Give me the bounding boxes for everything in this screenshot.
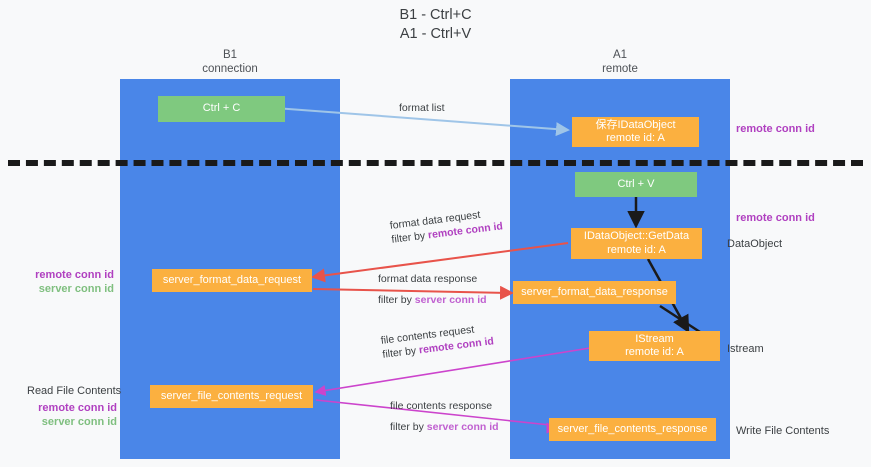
- column-header-b1: B1 connection: [120, 48, 340, 76]
- right-label-write-file-contents: Write File Contents: [736, 425, 830, 437]
- right-label-dataobject: DataObject: [727, 238, 783, 250]
- title-line-2: A1 - Ctrl+V: [399, 26, 472, 42]
- edge-label-file-contents-response: file contents response filter by server …: [390, 399, 499, 434]
- edge-label-file-contents-request: file contents request filter by remote c…: [380, 320, 495, 361]
- box-server-format-data-response[interactable]: server_format_data_response: [513, 281, 676, 304]
- edge-label-format-data-response-prefix: filter by: [378, 294, 415, 306]
- left-label-server-conn-id-2: server conn id: [41, 416, 117, 428]
- edge-label-format-data-response-key: server conn id: [414, 294, 487, 306]
- box-idataobject-getdata[interactable]: IDataObject::GetData remote id: A: [571, 228, 702, 259]
- edge-label-format-data-response: format data response filter by server co…: [378, 272, 487, 307]
- title-line-1: B1 - Ctrl+C: [399, 7, 472, 23]
- right-label-remote-conn-id-top: remote conn id: [736, 123, 815, 135]
- left-label-remote-conn-id-2: remote conn id: [38, 402, 117, 414]
- right-label-istream: Istream: [727, 343, 764, 355]
- edge-label-file-contents-response-prefix: filter by: [390, 421, 427, 433]
- left-label-conn-ids-bottom: remote conn id server conn id: [24, 401, 117, 429]
- box-server-file-contents-response[interactable]: server_file_contents_response: [549, 418, 716, 441]
- column-header-a1-sub: remote: [602, 63, 638, 75]
- edge-label-file-contents-response-key: server conn id: [426, 421, 499, 433]
- edge-label-file-contents-request-prefix: filter by: [381, 344, 420, 361]
- left-label-read-file-contents: Read File Contents: [27, 385, 122, 397]
- edge-label-format-list: format list: [399, 102, 445, 114]
- box-ctrl-c[interactable]: Ctrl + C: [158, 96, 285, 122]
- edge-label-format-data-response-line1: format data response: [378, 273, 478, 285]
- column-header-a1: A1 remote: [510, 48, 730, 76]
- left-label-remote-conn-id: remote conn id: [35, 269, 114, 281]
- column-header-b1-sub: connection: [202, 63, 258, 75]
- column-header-a1-name: A1: [612, 49, 628, 61]
- box-save-idataobject[interactable]: 保存IDataObject remote id: A: [572, 117, 699, 147]
- phase-divider: [8, 160, 863, 166]
- edge-label-format-data-request-prefix: filter by: [390, 229, 429, 246]
- box-istream[interactable]: IStream remote id: A: [589, 331, 720, 361]
- box-server-format-data-request[interactable]: server_format_data_request: [152, 269, 312, 292]
- box-ctrl-v[interactable]: Ctrl + V: [575, 172, 697, 197]
- diagram-title: B1 - Ctrl+C A1 - Ctrl+V: [0, 6, 871, 44]
- column-header-b1-name: B1: [222, 49, 238, 61]
- box-server-file-contents-request[interactable]: server_file_contents_request: [150, 385, 313, 408]
- edge-label-format-data-request: format data request filter by remote con…: [389, 205, 504, 246]
- edge-label-file-contents-response-line1: file contents response: [390, 400, 493, 412]
- right-label-remote-conn-id-mid: remote conn id: [736, 212, 815, 224]
- left-label-server-conn-id: server conn id: [38, 283, 114, 295]
- left-label-conn-ids-mid: remote conn id server conn id: [24, 268, 114, 296]
